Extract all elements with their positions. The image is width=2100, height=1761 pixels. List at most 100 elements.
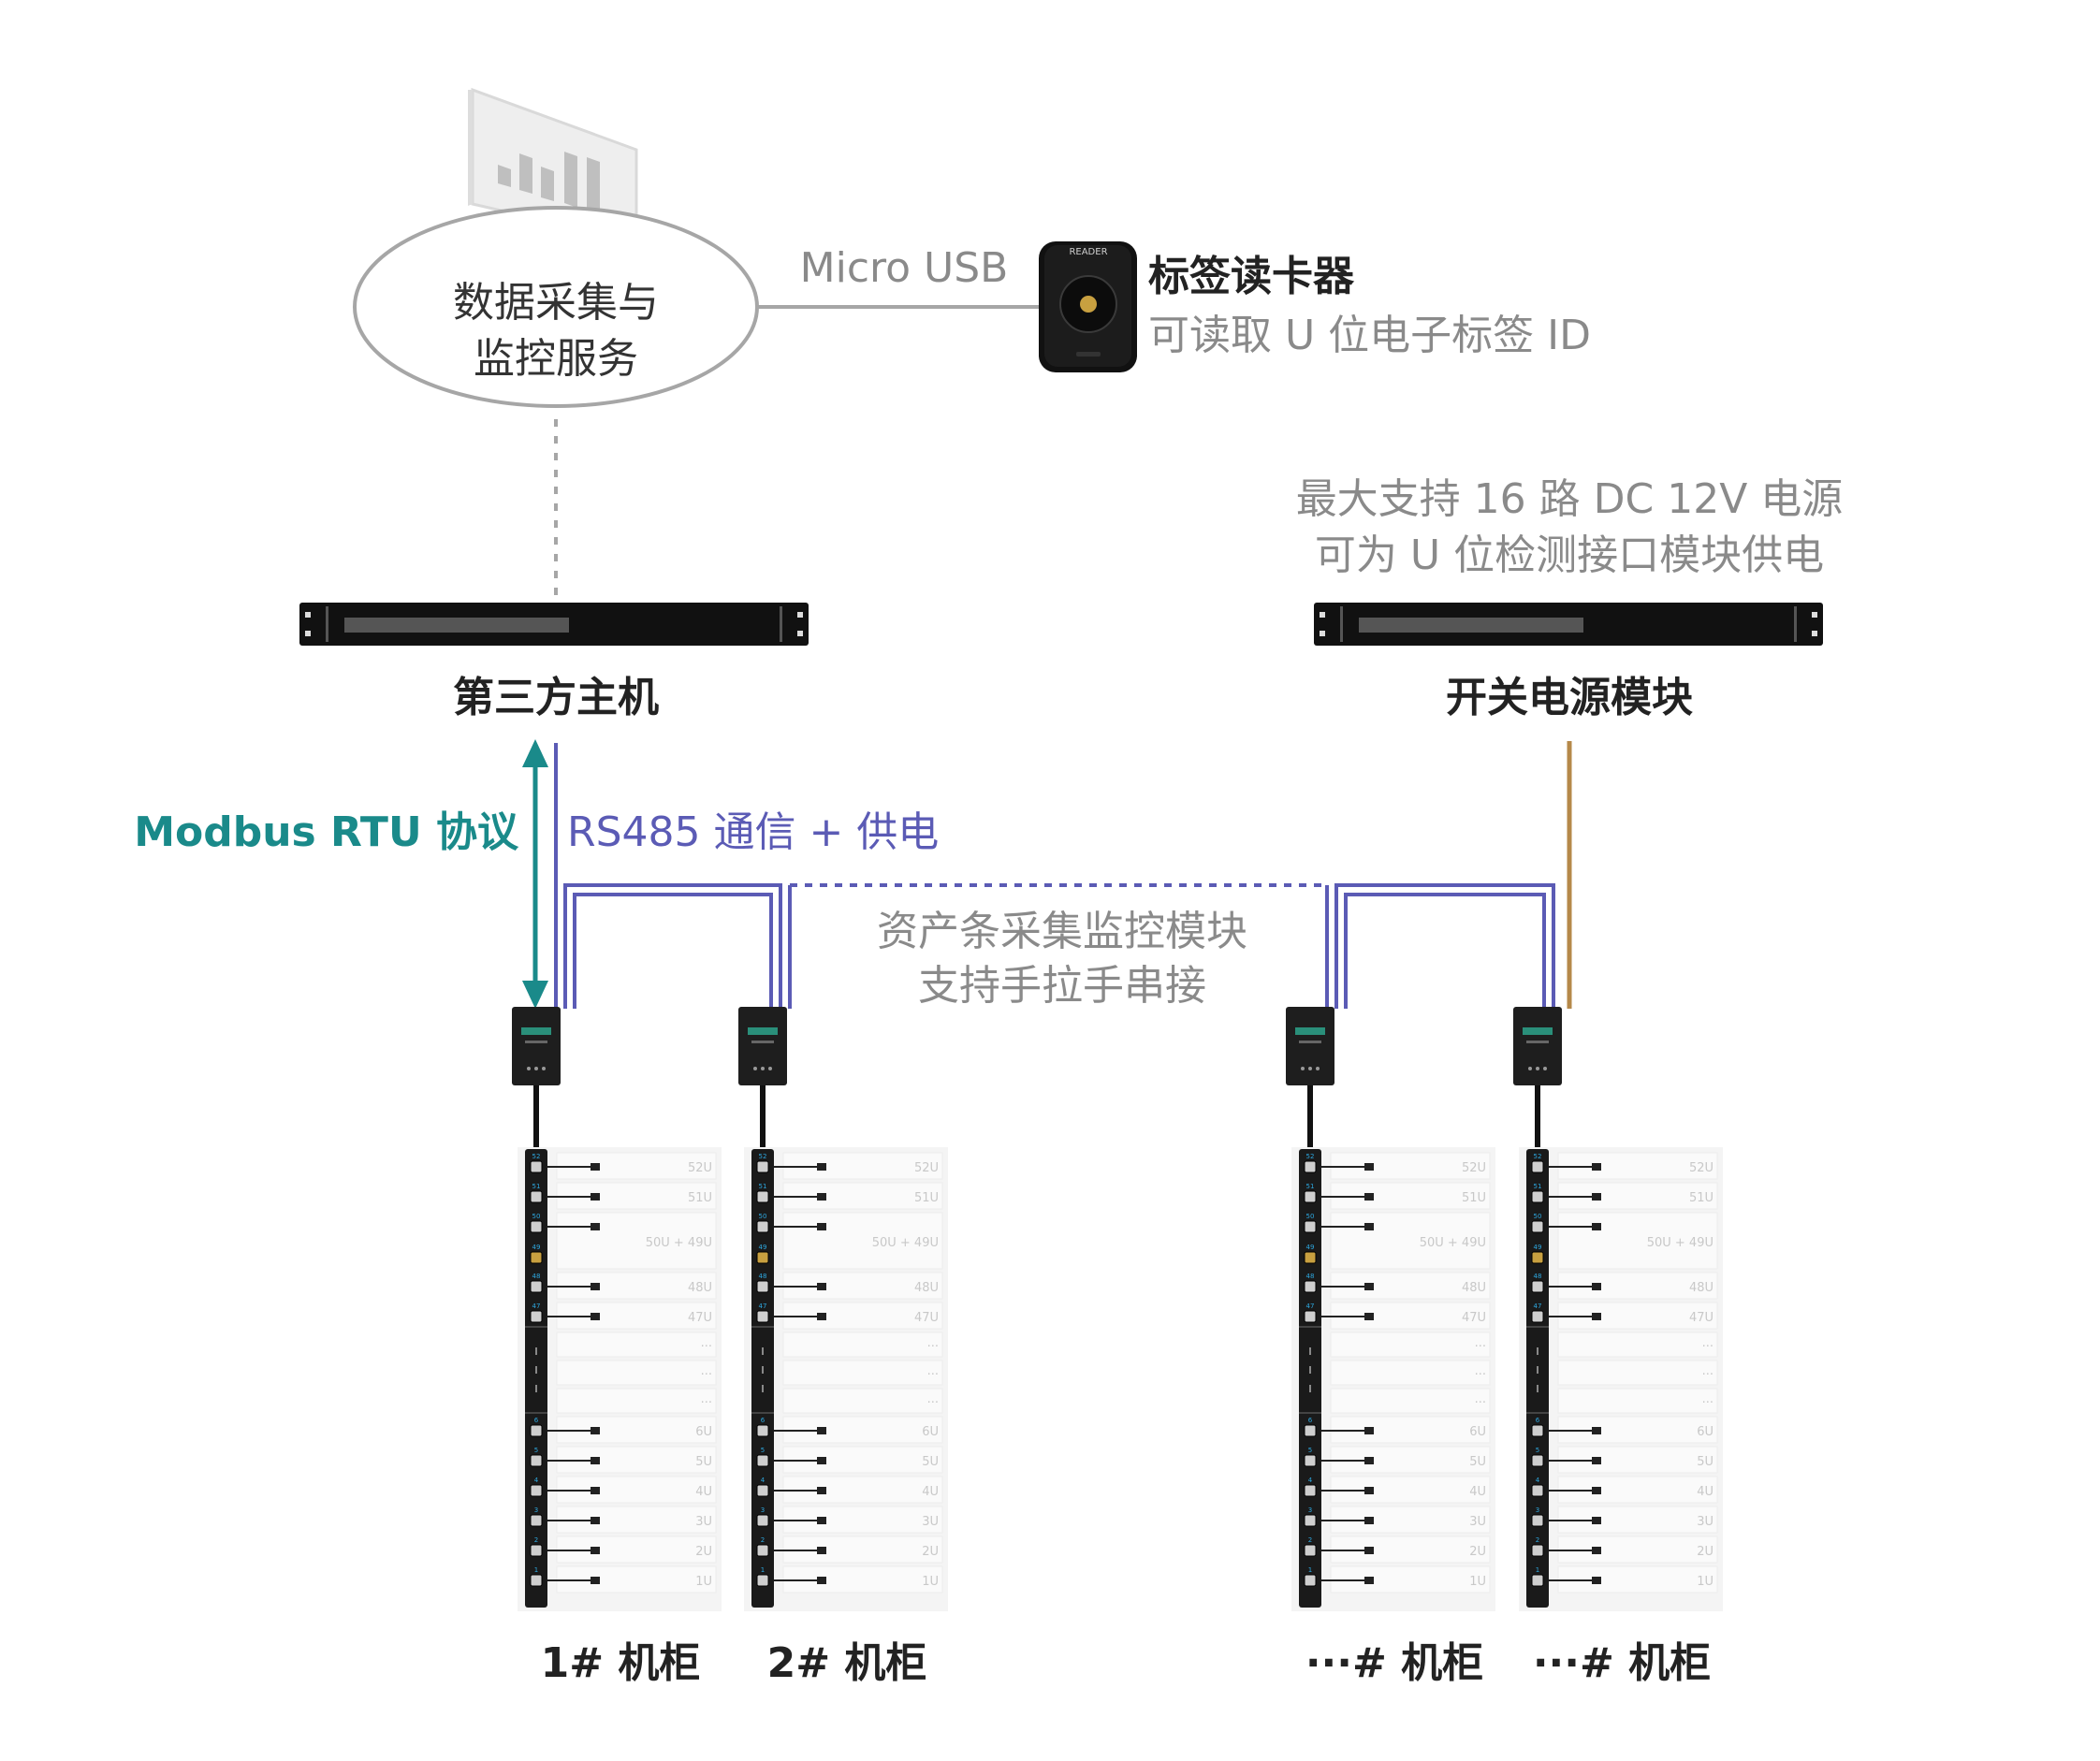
rack-slot-label: 51U: [688, 1191, 712, 1205]
u-port-5: 5: [530, 1447, 600, 1467]
rack-slot-label: 4U: [922, 1485, 939, 1499]
u-port-51: 51: [1531, 1183, 1601, 1203]
rack-slot-label: 52U: [688, 1161, 712, 1175]
u-port-1: 1: [756, 1566, 826, 1587]
asset-label-line1: 资产条采集监控模块: [877, 908, 1247, 955]
u-port-5: 5: [1304, 1447, 1374, 1467]
u-port-49: 49: [1304, 1244, 1317, 1264]
u-port-number: 51: [1534, 1183, 1542, 1190]
u-port-number: 48: [759, 1273, 767, 1280]
u-port-number: 3: [534, 1506, 538, 1514]
asset-label-line2: 支持手拉手串接: [918, 962, 1206, 1010]
rack-slot-label: 6U: [1469, 1425, 1486, 1439]
u-port-number: 2: [1536, 1536, 1539, 1544]
rack-slot-label: 2U: [1469, 1545, 1486, 1559]
rack-slot-label: 1U: [1469, 1575, 1486, 1589]
host-server-icon: [299, 603, 809, 646]
u-port-5: 5: [1531, 1447, 1601, 1467]
rack-slot-label: 6U: [1697, 1425, 1714, 1439]
reader-device-text: READER: [1069, 247, 1107, 257]
u-port-number: 50: [759, 1213, 767, 1220]
reader-subtitle: 可读取 U 位电子标签 ID: [1148, 312, 1591, 359]
rack-slot-label: 5U: [695, 1455, 712, 1469]
u-port-number: 49: [532, 1244, 541, 1251]
rack-slot: [782, 1182, 943, 1210]
rack-slot-label: ···: [701, 1368, 712, 1382]
u-port-number: 5: [534, 1447, 538, 1454]
u-port-50: 50: [1304, 1213, 1374, 1233]
rack-slot: [1557, 1388, 1718, 1414]
collector-module-icon: [1513, 1007, 1562, 1085]
u-port-number: 1: [1308, 1566, 1312, 1574]
u-port-number: 51: [1306, 1183, 1315, 1190]
u-port-48: 48: [1304, 1273, 1374, 1293]
rack-slot: [556, 1388, 717, 1414]
rack-slot: [782, 1212, 943, 1270]
u-port-number: 2: [1308, 1536, 1312, 1544]
rack-slot-label: 47U: [914, 1311, 939, 1325]
monitor-bars: [498, 152, 600, 215]
u-port-3: 3: [1304, 1506, 1374, 1527]
rack-slot-label: 6U: [922, 1425, 939, 1439]
rack-slot-label: 47U: [1689, 1311, 1714, 1325]
u-port-1: 1: [1304, 1566, 1374, 1587]
rack-slot-label: ···: [1475, 1396, 1486, 1410]
u-port-number: 5: [1536, 1447, 1539, 1454]
u-port-49: 49: [756, 1244, 769, 1264]
u-port-51: 51: [756, 1183, 826, 1203]
psu-label: 开关电源模块: [1446, 674, 1693, 721]
rack-slot: [1330, 1360, 1491, 1386]
u-port-47: 47: [1531, 1303, 1601, 1323]
rack-slot: [556, 1152, 717, 1180]
rack-slot-label: 50U + 49U: [872, 1236, 939, 1250]
rack-slot-label: 3U: [1469, 1515, 1486, 1529]
u-port-number: 52: [1306, 1153, 1315, 1160]
rack-slot: [782, 1332, 943, 1358]
u-port-number: 3: [1308, 1506, 1312, 1514]
u-port-number: 52: [759, 1153, 767, 1160]
u-port-52: 52: [530, 1153, 600, 1173]
rack-slot-label: 48U: [688, 1281, 712, 1295]
u-port-number: 47: [759, 1303, 767, 1310]
rack-slot-label: 4U: [1697, 1485, 1714, 1499]
u-port-49: 49: [530, 1244, 543, 1264]
u-port-2: 2: [756, 1536, 826, 1557]
u-port-4: 4: [530, 1477, 600, 1497]
rack-slot-label: 47U: [688, 1311, 712, 1325]
u-port-47: 47: [530, 1303, 600, 1323]
u-port-number: 6: [1308, 1417, 1313, 1424]
service-label-line1: 数据采集与: [453, 279, 659, 327]
u-port-50: 50: [1531, 1213, 1601, 1233]
u-port-number: 51: [532, 1183, 541, 1190]
service-label-line2: 监控服务: [474, 335, 638, 383]
rack-slot-label: 51U: [1462, 1191, 1486, 1205]
rack-slot-label: 2U: [695, 1545, 712, 1559]
u-port-number: 48: [532, 1273, 541, 1280]
rack-slot-label: 6U: [695, 1425, 712, 1439]
u-port-number: 4: [1308, 1477, 1313, 1484]
rack-slot-label: ···: [927, 1368, 939, 1382]
u-port-3: 3: [530, 1506, 600, 1527]
psu-note-line1: 最大支持 16 路 DC 12V 电源: [1296, 475, 1844, 523]
rack-slot-label: ···: [1475, 1340, 1486, 1354]
u-port-number: 4: [534, 1477, 539, 1484]
u-port-48: 48: [530, 1273, 600, 1293]
rack-slot: [782, 1360, 943, 1386]
rack-slot-label: 1U: [695, 1575, 712, 1589]
rack-slot-label: 48U: [1689, 1281, 1714, 1295]
rack-slot-label: 52U: [1689, 1161, 1714, 1175]
rack-slot-label: 1U: [922, 1575, 939, 1589]
rack-slot-label: 4U: [1469, 1485, 1486, 1499]
u-port-number: 52: [1534, 1153, 1542, 1160]
u-port-number: 6: [761, 1417, 766, 1424]
u-port-52: 52: [1304, 1153, 1374, 1173]
u-port-number: 1: [534, 1566, 538, 1574]
